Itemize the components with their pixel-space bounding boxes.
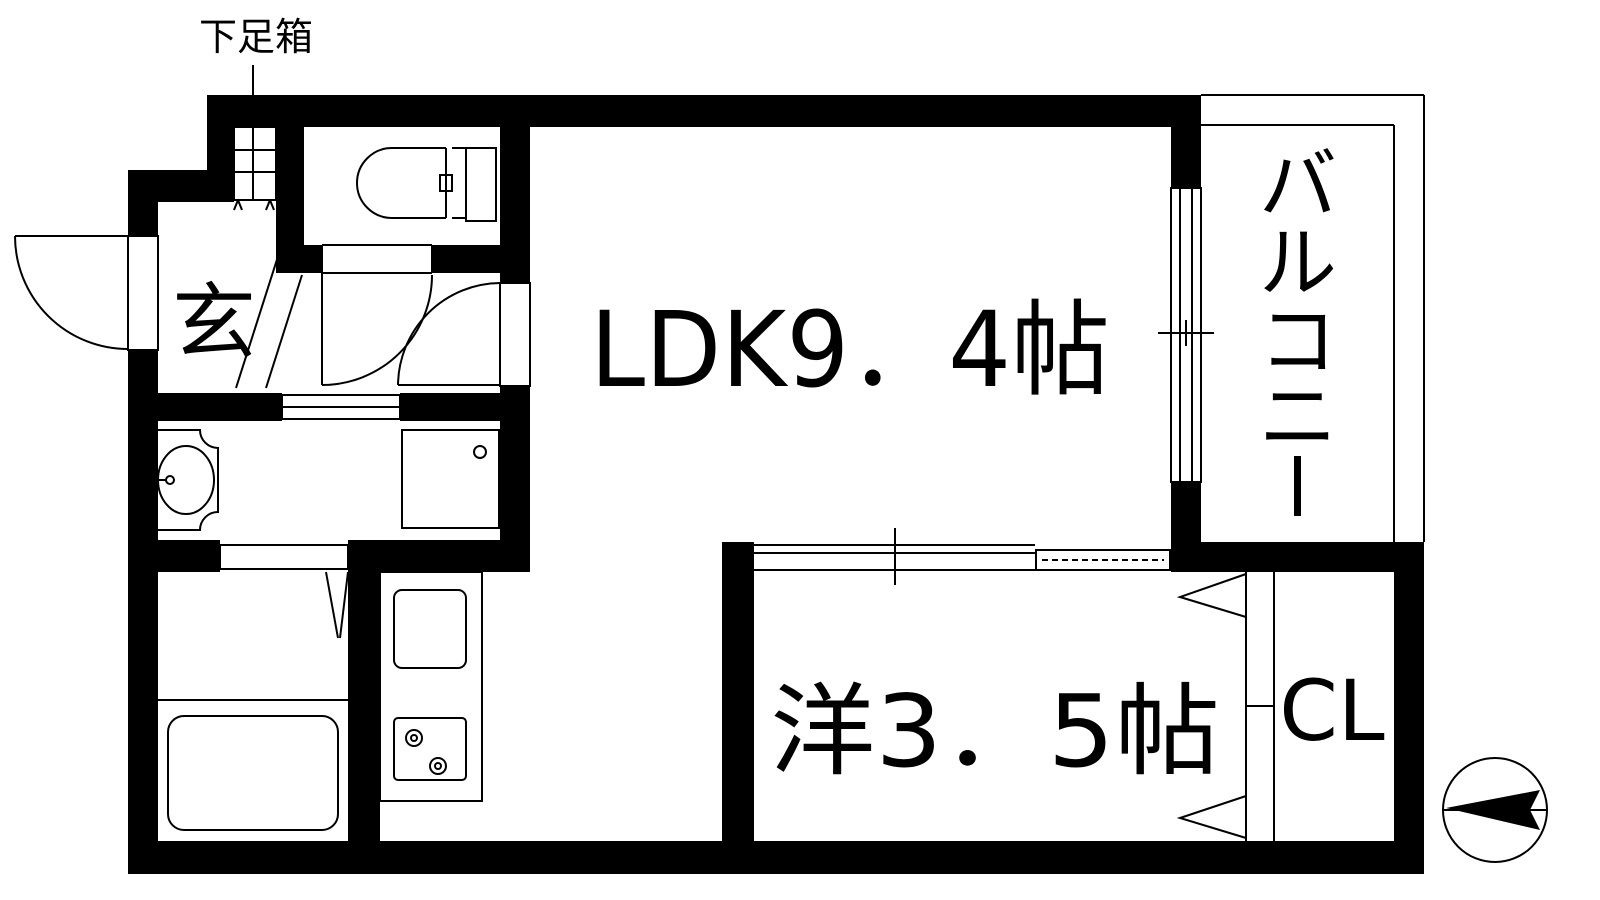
toilet-icon bbox=[356, 147, 497, 222]
balcony-char: ニ bbox=[1259, 373, 1337, 463]
walls bbox=[128, 95, 1424, 874]
wall-western-top-right bbox=[1171, 542, 1424, 572]
gas-stove-icon bbox=[393, 717, 467, 781]
closet bbox=[1176, 572, 1275, 841]
ldk-window bbox=[1158, 187, 1214, 483]
kitchen-sink-icon bbox=[393, 589, 467, 669]
wash-sliding-door bbox=[161, 394, 401, 420]
fixtures bbox=[14, 65, 1548, 863]
bathtub-icon bbox=[158, 699, 348, 831]
wall-wash-bottom bbox=[158, 540, 220, 572]
wall-left-bottom bbox=[128, 350, 158, 874]
wall-ldk-right-top bbox=[1171, 95, 1201, 188]
western-sliding-door bbox=[754, 528, 1171, 585]
bath-door bbox=[219, 544, 349, 639]
shoe-box bbox=[233, 65, 277, 211]
ldk-door bbox=[397, 282, 531, 387]
genkan-step bbox=[235, 224, 303, 389]
wall-bottom bbox=[128, 841, 1424, 874]
washing-machine-pan-icon bbox=[401, 429, 500, 529]
balcony-char: バ bbox=[1259, 141, 1337, 231]
closet-label: CL bbox=[1279, 662, 1385, 760]
entrance-door bbox=[14, 235, 159, 351]
kitchen-counter bbox=[379, 571, 483, 802]
wall-wash-top-right bbox=[400, 393, 530, 421]
toilet-door bbox=[321, 244, 433, 386]
wall-bath-right bbox=[348, 540, 380, 841]
wall-toilet-bottom bbox=[276, 245, 322, 273]
balcony bbox=[1201, 94, 1425, 542]
wall-western-left bbox=[722, 542, 754, 841]
wall-right bbox=[1394, 542, 1424, 874]
entrance-label: 玄 bbox=[172, 274, 256, 372]
wall-left-top bbox=[128, 170, 158, 236]
washbasin-icon bbox=[157, 429, 219, 531]
balcony-char: コ bbox=[1259, 297, 1337, 387]
compass-needle bbox=[1446, 790, 1540, 830]
wall-toilet-bottom-right bbox=[432, 245, 502, 273]
ldk-label: LDK9．4帖 bbox=[590, 289, 1110, 411]
western-room-label: 洋3．5帖 bbox=[770, 673, 1220, 790]
wall-western-top-left bbox=[722, 542, 754, 572]
balcony-char: ル bbox=[1259, 219, 1337, 309]
balcony-char-long-vowel bbox=[1294, 456, 1301, 516]
wall-top bbox=[207, 95, 1201, 127]
wall-toilet-right bbox=[500, 127, 530, 283]
balcony-label: バ ル コ ニ ー bbox=[1259, 141, 1337, 516]
shoe-box-label: 下足箱 bbox=[199, 15, 313, 59]
